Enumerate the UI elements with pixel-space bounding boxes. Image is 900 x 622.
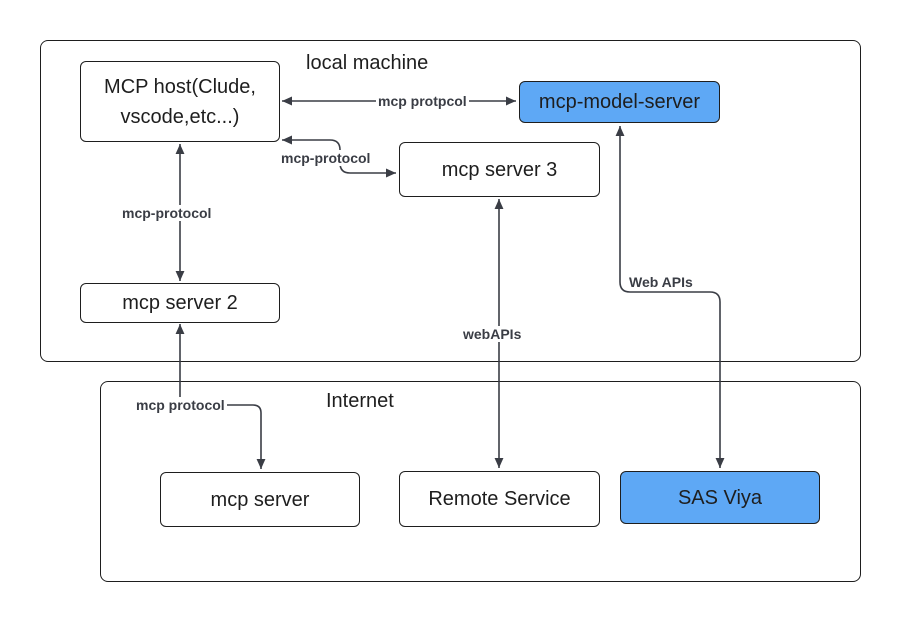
node-remote-service: Remote Service bbox=[399, 471, 600, 527]
node-mcp-server-2-label: mcp server 2 bbox=[122, 292, 238, 314]
internet-title: Internet bbox=[326, 390, 394, 412]
node-mcp-server-2: mcp server 2 bbox=[80, 283, 280, 323]
edge-label-server2-mcpserver: mcp protocol bbox=[134, 397, 227, 413]
node-mcp-host-label: MCP host(Clude, vscode,etc...) bbox=[104, 75, 256, 128]
node-mcp-server-label: mcp server bbox=[210, 488, 310, 511]
edge-label-host-model: mcp protpcol bbox=[376, 93, 469, 109]
node-mcp-model-server: mcp-model-server bbox=[519, 81, 720, 123]
node-sas-viya-label: SAS Viya bbox=[677, 486, 763, 509]
local-machine-title: local machine bbox=[306, 52, 429, 74]
node-mcp-host: MCP host(Clude, vscode,etc...) bbox=[80, 61, 280, 142]
edge-label-host-server3: mcp-protocol bbox=[279, 150, 373, 166]
edge-label-host-server2: mcp-protocol bbox=[120, 205, 214, 221]
node-mcp-model-server-label: mcp-model-server bbox=[538, 91, 701, 113]
node-mcp-server-3: mcp server 3 bbox=[399, 142, 600, 197]
node-mcp-server: mcp server bbox=[160, 472, 360, 527]
node-sas-viya: SAS Viya bbox=[620, 471, 820, 524]
edge-label-server3-remote: webAPIs bbox=[461, 326, 524, 342]
node-mcp-server-3-label: mcp server 3 bbox=[441, 158, 558, 181]
edge-label-model-sas: Web APIs bbox=[627, 274, 695, 290]
node-remote-service-label: Remote Service bbox=[428, 488, 571, 510]
